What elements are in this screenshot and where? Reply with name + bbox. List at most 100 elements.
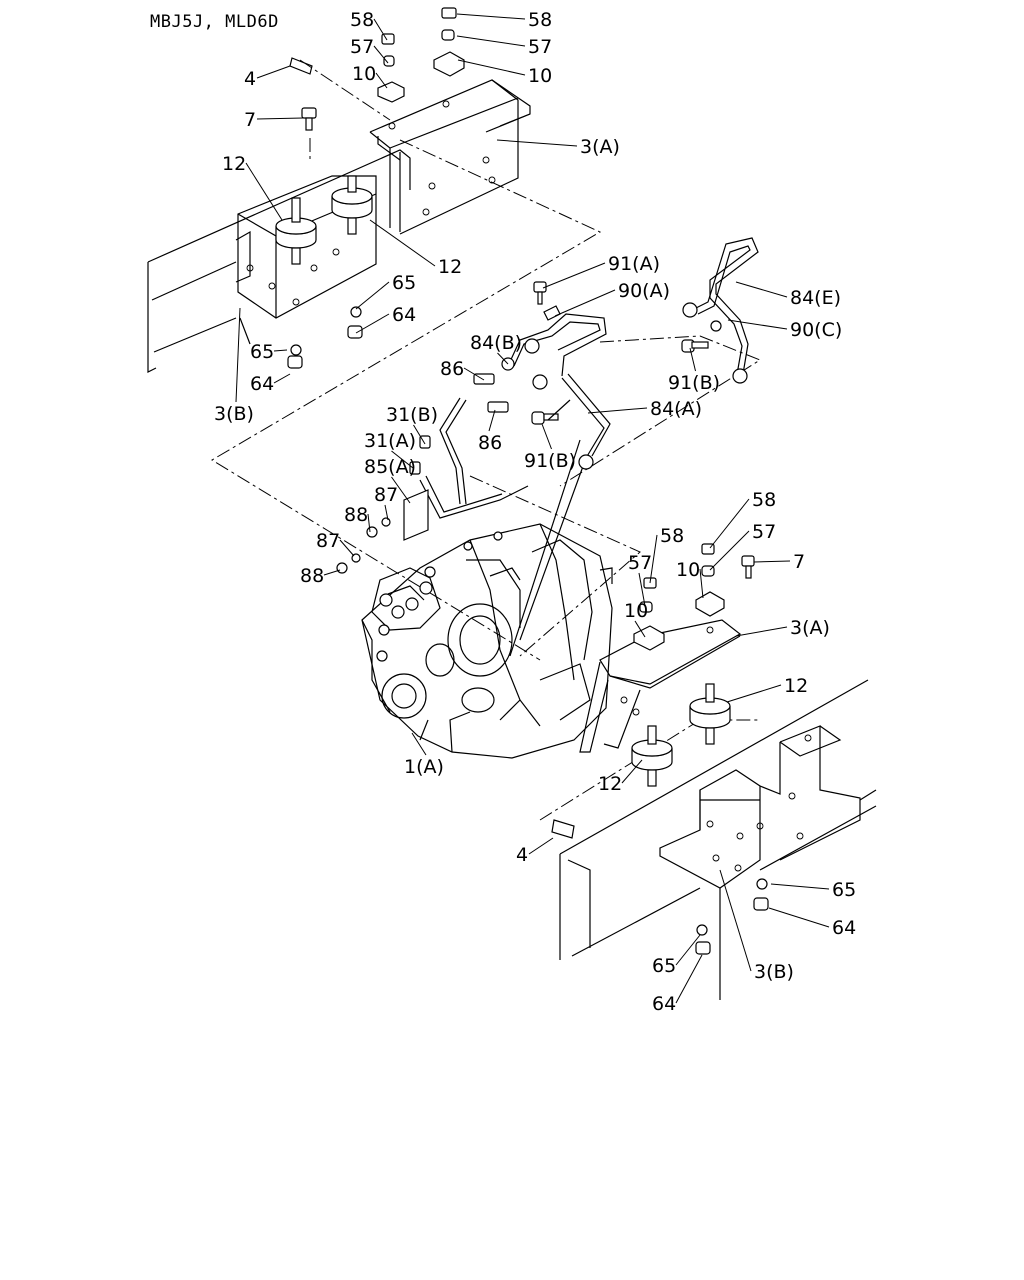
upper-mount-left (275, 197, 317, 265)
leader-line-3A_u (496, 139, 578, 147)
callout-label-58_lr: 58 (752, 489, 776, 511)
callout-label-10_lc: 10 (624, 600, 648, 622)
fuel-pipes (419, 237, 759, 657)
callout-label-1A: 1(A) (404, 756, 444, 778)
leader-line-10_lr (699, 568, 704, 599)
leader-line-84A (587, 407, 648, 414)
leader-line-90A (554, 289, 616, 317)
leader-line-10_ur (457, 59, 526, 76)
callout-label-65_l2: 65 (652, 955, 676, 977)
leader-line-3A_l (735, 626, 788, 637)
callout-label-65_u2: 65 (250, 341, 274, 363)
leader-line-3B_u (235, 307, 241, 403)
callout-label-88_1: 88 (344, 504, 368, 526)
upper-bracket-3a (369, 79, 531, 235)
callout-label-3A_l: 3(A) (790, 617, 830, 639)
leader-line-87_1 (384, 504, 389, 521)
callout-label-57_lr: 57 (752, 521, 776, 543)
callout-label-87_1: 87 (374, 484, 398, 506)
callout-label-57_ur: 57 (528, 36, 552, 58)
callout-label-10_lr: 10 (676, 559, 700, 581)
leader-line-91B_2 (541, 423, 552, 450)
leader-line-84B (497, 352, 509, 365)
leader-line-65_u2 (273, 349, 288, 352)
callout-label-4_ul: 4 (244, 68, 256, 90)
leader-line-64_l2 (675, 954, 703, 1004)
leader-line-57_ur (456, 35, 526, 47)
callout-label-91B_2: 91(B) (524, 450, 576, 472)
leader-line-12_lc (621, 759, 643, 784)
callout-label-90A: 90(A) (618, 280, 670, 302)
leader-line-12_lr (726, 684, 782, 703)
leader-line-57_ul (373, 45, 389, 64)
leader-line-4_ul (256, 65, 291, 79)
callout-labels: 585710475857103(A)1212656465643(B)91(A)9… (214, 9, 856, 1015)
callout-label-12_ul: 12 (222, 153, 246, 175)
upper-frame-rail (147, 149, 411, 373)
leader-line-58_lr (709, 498, 750, 549)
leader-line-65_l2 (675, 934, 701, 966)
lower-frame-rail (559, 679, 877, 1000)
callout-label-84B: 84(B) (470, 332, 522, 354)
leader-line-64_u1 (355, 313, 390, 334)
leader-line-7_lr (753, 560, 791, 563)
callout-label-86_1: 86 (440, 358, 464, 380)
callout-label-3B_l: 3(B) (754, 961, 794, 983)
leader-line-3B_l (719, 869, 752, 972)
callout-label-3B_u: 3(B) (214, 403, 254, 425)
lower-bracket-3b (659, 725, 861, 889)
leader-line-84E (735, 281, 788, 298)
leader-line-86_2 (488, 409, 496, 432)
leader-line-10_ul (375, 72, 388, 89)
callout-label-87_2: 87 (316, 530, 340, 552)
callout-label-31A: 31(A) (364, 430, 416, 452)
lower-hardware (551, 543, 769, 955)
leader-line-7_ul (256, 117, 304, 120)
leader-line-65_u1 (355, 281, 390, 310)
leader-line-58_ur (456, 13, 526, 20)
callout-label-31B: 31(B) (386, 404, 438, 426)
leader-line-10_lc (634, 620, 646, 638)
leader-line-31A (391, 450, 414, 469)
leader-line-65_l1 (770, 883, 830, 890)
upper-mount-center (331, 175, 373, 235)
leader-line-64_u2 (273, 373, 291, 384)
leader-line-91B_1 (689, 347, 696, 372)
callout-label-4_l: 4 (516, 844, 528, 866)
callout-label-64_u2: 64 (250, 373, 274, 395)
callout-label-84A: 84(A) (650, 398, 702, 420)
callout-label-57_ul: 57 (350, 36, 374, 58)
callout-label-7_ul: 7 (244, 109, 256, 131)
callout-label-88_2: 88 (300, 565, 324, 587)
leader-line-31B (413, 424, 426, 445)
lower-mount-right (689, 683, 731, 745)
leader-line-87_2 (339, 539, 355, 557)
callout-label-12_lr: 12 (784, 675, 808, 697)
callout-label-64_l2: 64 (652, 993, 676, 1015)
callout-label-58_ur: 58 (528, 9, 552, 31)
callout-label-65_l1: 65 (832, 879, 856, 901)
leader-line-12_ul (245, 162, 283, 221)
leader-line-88_2 (323, 569, 341, 576)
callout-label-10_ur: 10 (528, 65, 552, 87)
leader-line-88_1 (367, 513, 371, 533)
callout-label-90C: 90(C) (790, 319, 842, 341)
leader-line-86_1 (463, 367, 485, 381)
pump-assembly-1a (361, 523, 613, 759)
callout-label-12_lc: 12 (598, 773, 622, 795)
callout-label-58_lc: 58 (660, 525, 684, 547)
lower-mount-center (631, 725, 673, 787)
callout-label-58_ul: 58 (350, 9, 374, 31)
leader-line-91A (542, 262, 606, 289)
leader-line-58_lc (649, 534, 658, 584)
callout-label-84E: 84(E) (790, 287, 841, 309)
leader-line-90C (727, 319, 788, 330)
leader-line-12_uc (369, 219, 436, 267)
leader-line-57_lc (638, 572, 646, 607)
callout-label-12_uc: 12 (438, 256, 462, 278)
leader-line-64_l1 (768, 907, 830, 928)
callout-label-64_l1: 64 (832, 917, 856, 939)
callout-label-85A: 85(A) (364, 456, 416, 478)
callout-label-64_u1: 64 (392, 304, 416, 326)
